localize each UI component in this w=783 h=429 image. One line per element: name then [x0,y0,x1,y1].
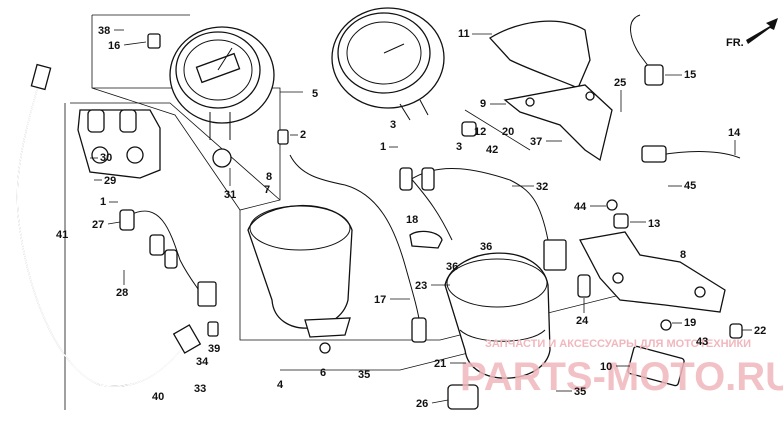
callout-18: 18 [406,214,418,226]
callout-36: 36 [480,241,492,253]
callout-25: 25 [614,77,626,89]
callout-36b: 36 [446,261,458,273]
sensor-icon [630,14,741,163]
meter-case-icon [247,204,353,354]
callout-20: 20 [502,126,514,138]
callout-1b: 1 [100,196,106,208]
callout-41: 41 [56,229,68,241]
callout-27: 27 [92,219,104,231]
callout-3b: 3 [456,141,462,153]
tachometer-icon [331,7,445,121]
callout-35b: 35 [574,386,586,398]
callout-29: 29 [104,175,116,187]
callout-13: 13 [648,218,660,230]
socket-plate-icon [77,109,161,179]
callout-39: 39 [208,343,220,355]
callout-4: 4 [277,379,284,391]
callout-1: 1 [380,141,386,153]
callout-15: 15 [684,69,696,81]
connector-17-icon [411,317,427,343]
callout-17: 17 [374,294,386,306]
meter-bracket-icon [503,84,613,162]
callout-23: 23 [415,280,427,292]
callout-8b: 8 [680,249,686,261]
callout-21: 21 [434,358,446,370]
svg-text:FR.: FR. [726,37,744,49]
front-direction-indicator: FR. [726,18,778,49]
callout-14: 14 [728,127,741,139]
callout-33: 33 [194,383,206,395]
svg-text:ЗАПЧАСТИ И АКСЕССУАРЫ ДЛЯ МОТО: ЗАПЧАСТИ И АКСЕССУАРЫ ДЛЯ МОТОТЕХНИКИ [485,338,751,350]
callout-31: 31 [224,189,236,201]
callout-3: 3 [390,119,396,131]
callout-45: 45 [684,180,696,192]
callout-28: 28 [116,287,128,299]
callout-44: 44 [574,201,587,213]
callout-37: 37 [530,136,542,148]
watermark: ЗАПЧАСТИ И АКСЕССУАРЫ ДЛЯ МОТОТЕХНИКИ PA… [460,338,783,399]
callout-16: 16 [108,40,120,52]
callout-12: 12 [474,126,486,138]
speedometer-icon [169,26,275,140]
callout-40: 40 [152,391,164,403]
main-harness-icon [399,167,567,271]
callout-11: 11 [458,28,470,40]
callout-26: 26 [416,398,428,410]
cable-17-icon [289,154,421,326]
callout-10: 10 [600,361,612,373]
callout-2: 2 [300,129,306,141]
callout-6: 6 [320,367,326,379]
callout-labels: 1 1 2 3 3 4 5 6 7 8 8 9 10 11 12 13 14 1… [56,25,766,410]
callout-8: 8 [266,171,272,183]
callout-43: 43 [696,336,708,348]
callout-24: 24 [576,315,589,327]
callout-7: 7 [264,184,270,196]
callout-22: 22 [754,325,766,337]
harness-icon [119,209,217,307]
meter-cover-icon [488,20,591,89]
callout-5: 5 [312,88,318,100]
speedometer-cable-icon [16,63,202,387]
callout-34: 34 [196,356,209,368]
callout-38: 38 [98,25,110,37]
callout-9: 9 [480,98,486,110]
svg-text:PARTS-MOTO.RU: PARTS-MOTO.RU [460,355,783,399]
callout-32: 32 [536,181,548,193]
callout-19: 19 [684,317,696,329]
callout-30: 30 [100,152,112,164]
hardware-icons [147,33,743,410]
callout-42: 42 [486,144,498,156]
stay-bracket-icon [579,231,726,313]
tach-case-icon [444,252,551,379]
callout-35: 35 [358,369,370,381]
